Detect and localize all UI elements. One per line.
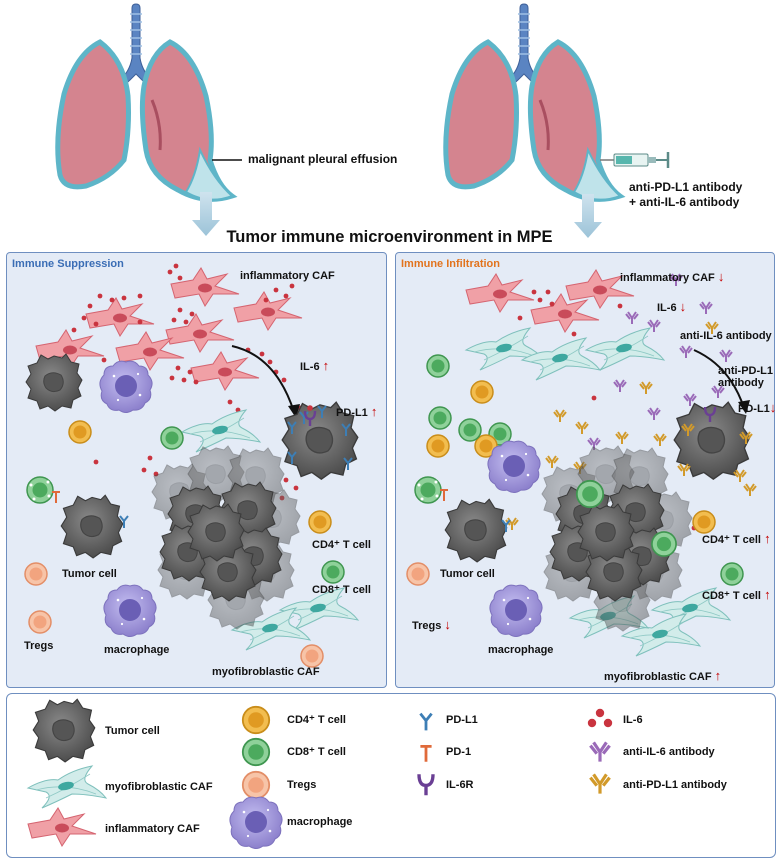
lungs-left-icon [55, 3, 238, 202]
left-myo-caf-1 [181, 409, 261, 453]
il-6r-icon [417, 772, 435, 797]
right-anti-pdl1-label-line2: antibody [718, 377, 764, 389]
right-pdl1-label: PD-L1↓ [738, 400, 777, 415]
inflammatory-caf-icon [27, 807, 97, 847]
left-myofibroblastic-caf-label: myofibroblastic CAF [212, 666, 320, 678]
left-tumor-mass [152, 446, 300, 629]
legend-label-il-6: IL-6 [623, 714, 643, 726]
decrease-arrow-icon: ↓ [717, 269, 725, 284]
left-il6-label: IL-6 ↑ [300, 358, 330, 373]
legend-label-macrophage: macrophage [287, 816, 353, 828]
right-curved-arrow-icon [693, 349, 745, 409]
left-panel-title: Immune Suppression [12, 258, 124, 270]
left-inflammatory-caf-label: inflammatory CAF [240, 270, 335, 282]
increase-arrow-icon: ↑ [370, 404, 378, 419]
legend-panel [6, 693, 776, 858]
legend-label-inflammatory-caf: inflammatory CAF [105, 823, 200, 835]
right-cd8-label: CD8⁺ T cell ↑ [702, 587, 771, 602]
right-myofibroblastic-caf-label: myofibroblastic CAF ↑ [604, 668, 722, 683]
left-il6-dots [71, 263, 303, 501]
legend-label-cd8: CD8⁺ T cell [287, 746, 346, 758]
decrease-arrow-icon: ↓ [679, 299, 687, 314]
syringe-icon [600, 152, 670, 168]
left-pdl1-label: PD-L1 ↑ [336, 404, 378, 419]
right-inflammatory-caf-cluster [465, 269, 635, 333]
macrophage-icon [229, 796, 283, 849]
right-anti-pdl1-label-line1: anti-PD-L1 [718, 365, 773, 377]
lungs-right-icon [443, 3, 626, 202]
cd8-t-cell-icon [241, 737, 271, 767]
flow-arrow-right-icon [574, 194, 602, 238]
anti-pd-l1-antibody-icon [588, 772, 612, 796]
legend-label-cd4: CD4⁺ T cell [287, 714, 346, 726]
increase-arrow-icon: ↑ [714, 668, 722, 683]
legend-label-anti-il-6-antibody: anti-IL-6 antibody [623, 746, 715, 758]
tumor-cell-icon [32, 698, 96, 763]
increase-arrow-icon: ↑ [764, 587, 771, 602]
legend-label-anti-pd-l1-antibody: anti-PD-L1 antibody [623, 779, 727, 791]
right-tregs-label: Tregs ↓ [412, 617, 451, 632]
increase-arrow-icon: ↑ [322, 358, 330, 373]
left-cd4-label: CD4⁺ T cell [312, 539, 371, 551]
increase-arrow-icon: ↑ [764, 531, 771, 546]
left-cd8-label: CD8⁺ T cell [312, 584, 371, 596]
right-anti-il6-label: anti-IL-6 antibody [680, 330, 772, 342]
treatment-label-line2: + anti-IL-6 antibody [629, 195, 740, 209]
right-tumor-cell-label: Tumor cell [440, 568, 495, 580]
legend-label-pd-l1: PD-L1 [446, 714, 478, 726]
effusion-label: malignant pleural effusion [248, 152, 398, 166]
legend-label-tregs: Tregs [287, 779, 317, 791]
anti-il-6-antibody-icon [588, 740, 612, 764]
cd4-t-cell-icon [241, 705, 271, 735]
legend-label-myofibroblastic-caf: myofibroblastic CAF [105, 781, 213, 793]
legend-label-il-6r: IL-6R [446, 779, 474, 791]
right-cd4-label: CD4⁺ T cell ↑ [702, 531, 771, 546]
right-macrophage-label: macrophage [488, 644, 554, 656]
il-6-icon [587, 708, 613, 728]
left-tregs-label: Tregs [24, 640, 54, 652]
left-tumor-cell-label: Tumor cell [62, 568, 117, 580]
flow-arrow-left-icon [192, 192, 220, 236]
left-macrophage-label: macrophage [104, 644, 170, 656]
treatment-label-line1: anti-PD-L1 antibody [629, 180, 743, 194]
right-panel-title: Immune Infiltration [401, 258, 500, 270]
tregs-icon [241, 770, 271, 800]
pd-l1-icon [418, 712, 434, 732]
decrease-arrow-icon: ↓ [444, 617, 451, 632]
left-tumor-small [25, 353, 83, 412]
figure-title: Tumor immune microenvironment in MPE [226, 228, 553, 246]
legend-label-pd-1: PD-1 [446, 746, 472, 758]
legend-label-tumor-cell: Tumor cell [105, 725, 160, 737]
decrease-arrow-icon: ↓ [769, 400, 777, 415]
myofibroblastic-caf-icon [27, 765, 107, 809]
pd-1-icon [418, 745, 434, 764]
right-inflammatory-caf-label: inflammatory CAF ↓ [620, 269, 725, 284]
right-il6-label: IL-6 ↓ [657, 299, 687, 314]
left-il6-curved-arrow-icon [231, 345, 295, 413]
